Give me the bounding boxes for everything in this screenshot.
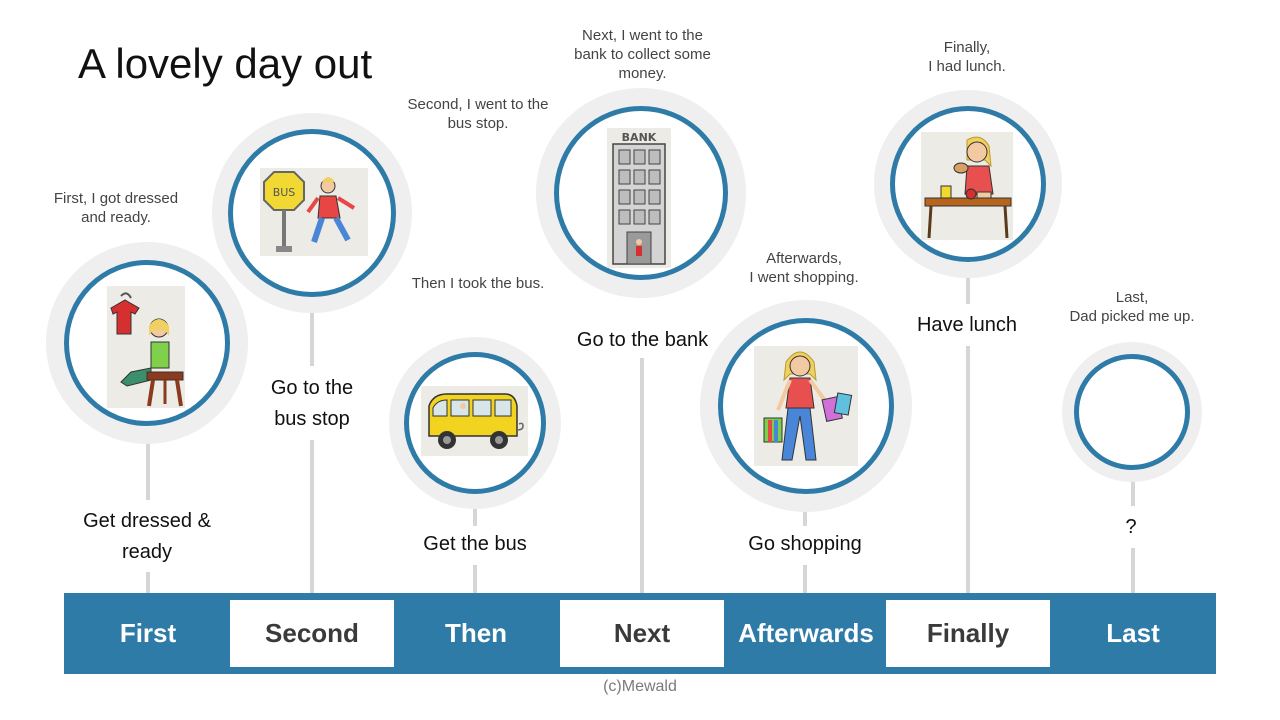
sequence-word-next: Next [560,600,724,667]
copyright-text: (c)Mewald [603,678,677,695]
sequence-word-last: Last [1106,618,1160,648]
page-title: A lovely day out [78,40,373,87]
stem-2 [310,312,314,366]
label-afterwards: Go shopping [748,533,862,555]
stem-2-lower [310,440,314,594]
label-first: Get dressed & ready [83,510,211,563]
caption-last: Last, Dad picked me up. [1069,289,1195,325]
stem-5 [803,508,807,526]
stem-1-lower [146,572,150,594]
sequence-word-then: Then [444,618,508,648]
label-finally: Have lunch [916,314,1018,336]
caption-next: Next, I went to the bank to collect some… [574,27,711,82]
stem-3-lower [473,565,477,594]
circle-last-empty [1074,354,1190,470]
bank-sign-text: BANK [622,131,657,144]
label-last: ? [1125,516,1137,538]
sequence-word-finally: Finally [886,600,1050,667]
stem-3 [473,506,477,526]
girl-eating-lunch-picture [921,132,1013,240]
label-second: Go to the bus stop [270,377,354,430]
caption-finally: Finally, I had lunch. [928,39,1006,75]
stem-6 [966,278,970,304]
girl-getting-dressed-picture [107,286,185,408]
stem-7-lower [1131,548,1135,594]
sequence-word-second: Second [230,600,394,667]
yellow-bus-picture [421,386,528,456]
girl-shopping-picture [754,346,858,466]
bank-building-picture: BANK [607,128,671,268]
label-then: Get the bus [423,533,527,555]
sequence-word-first: First [119,618,177,648]
caption-first: First, I got dressed and ready. [53,190,179,226]
stem-5-lower [803,565,807,594]
label-next: Go to the bank [576,329,709,351]
caption-second: Second, I went to the bus stop. [407,96,549,132]
stem-7 [1131,480,1135,506]
bus-stop-picture: BUS [260,168,368,256]
caption-then: Then I took the bus. [411,275,545,292]
caption-afterwards: Afterwards, I went shopping. [749,250,859,286]
bus-sign-text: BUS [273,186,296,199]
stem-1 [146,438,150,500]
sequence-word-afterwards: Afterwards [738,618,874,648]
stem-4 [640,358,644,594]
stem-6-lower [966,346,970,594]
